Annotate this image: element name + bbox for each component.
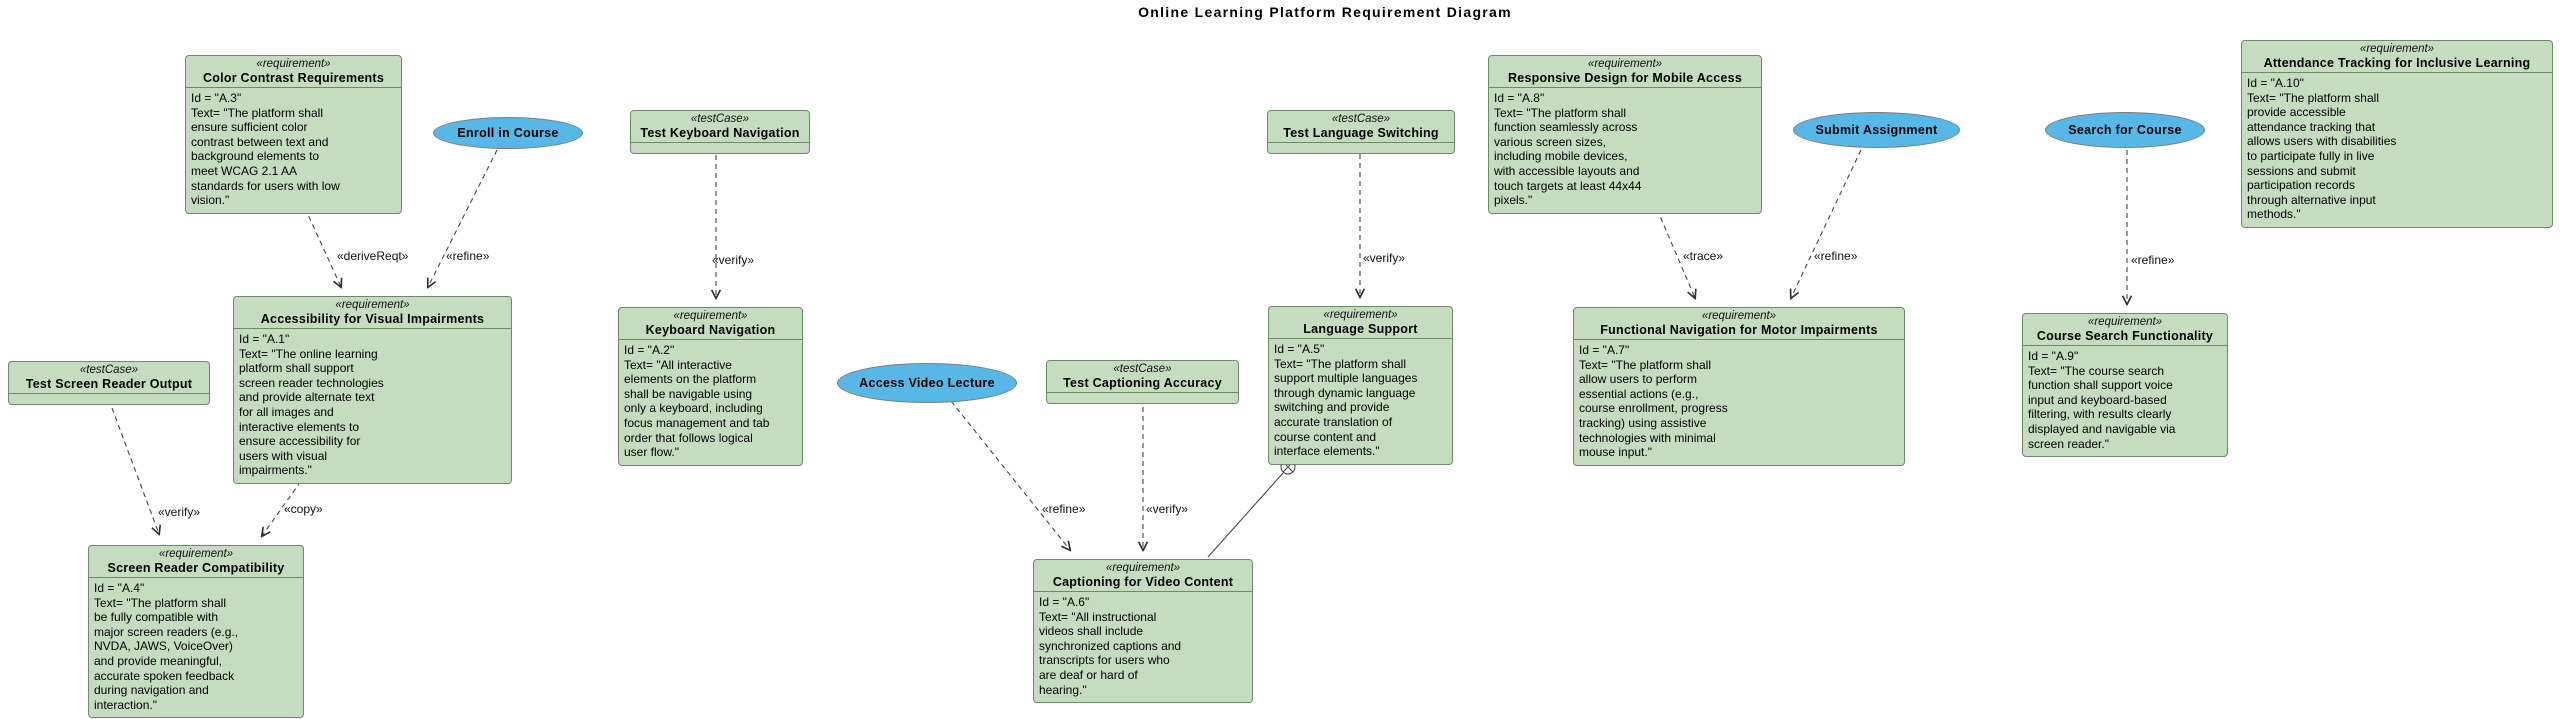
edge-label-refine: «refine» xyxy=(1814,249,1858,263)
usecase-submit-assignment[interactable]: Submit Assignment xyxy=(1793,112,1960,148)
requirement-name: Keyboard Navigation xyxy=(645,323,776,337)
requirement-name: Course Search Functionality xyxy=(2036,329,2214,343)
requirement-body: Id = "A.2" Text= "All interactive elemen… xyxy=(624,343,770,460)
usecase-access-video-lecture[interactable]: Access Video Lecture xyxy=(837,363,1017,403)
requirement-name: Language Support xyxy=(1303,322,1418,336)
stereotype-label: «testCase» xyxy=(1113,363,1172,375)
requirement-body: Id = "A.6" Text= "All instructional vide… xyxy=(1039,595,1182,697)
edge-derivereqt-colorcontrast-accessibility xyxy=(304,207,341,287)
stereotype-label: «requirement» xyxy=(2359,43,2435,55)
requirement-name: Responsive Design for Mobile Access xyxy=(1507,71,1743,85)
edge-label-verify: «verify» xyxy=(1146,502,1189,516)
requirement-body: Id = "A.4" Text= "The platform shall be … xyxy=(94,581,239,712)
requirement-name: Attendance Tracking for Inclusive Learni… xyxy=(2263,56,2531,70)
requirement-body: Id = "A.1" Text= "The online learning pl… xyxy=(239,332,384,478)
requirement-name: Screen Reader Compatibility xyxy=(107,561,285,575)
requirement-body: Id = "A.5" Text= "The platform shall sup… xyxy=(1274,342,1418,459)
stereotype-label: «requirement» xyxy=(673,310,748,322)
stereotype-label: «testCase» xyxy=(79,364,139,376)
testcase-test-language-switching[interactable]: «testCase» Test Language Switching xyxy=(1267,110,1455,154)
stereotype-label: «requirement» xyxy=(256,58,331,70)
stereotype-label: «testCase» xyxy=(1331,113,1391,125)
edge-containment-languagesupport-captioning xyxy=(1207,472,1284,558)
stereotype-label: «requirement» xyxy=(1587,58,1663,70)
stereotype-label: «requirement» xyxy=(158,548,234,560)
requirement-name: Functional Navigation for Motor Impairme… xyxy=(1600,323,1878,337)
requirement-body: Id = "A.9" Text= "The course search func… xyxy=(2028,349,2176,451)
testcase-empty-compartment xyxy=(9,394,209,404)
edge-copy-accessibility-screenreadercompat xyxy=(262,473,307,536)
testcase-empty-compartment xyxy=(1268,143,1454,153)
requirement-functional-navigation[interactable]: «requirement» Functional Navigation for … xyxy=(1573,307,1905,466)
edge-label-derivereqt: «deriveReqt» xyxy=(337,249,409,263)
edge-refine-accessvideo-captioning xyxy=(950,400,1070,550)
testcase-test-screen-reader-output[interactable]: «testCase» Test Screen Reader Output xyxy=(8,361,210,405)
testcase-test-captioning-accuracy[interactable]: «testCase» Test Captioning Accuracy xyxy=(1046,360,1239,404)
usecase-enroll-in-course[interactable]: Enroll in Course xyxy=(433,117,583,149)
stereotype-label: «requirement» xyxy=(2087,316,2163,328)
requirement-language-support[interactable]: «requirement» Language Support Id = "A.5… xyxy=(1268,306,1453,465)
requirement-body: Id = "A.8" Text= "The platform shall fun… xyxy=(1494,91,1642,208)
edge-trace-responsive-functionalnav xyxy=(1656,208,1695,298)
testcase-name: Test Screen Reader Output xyxy=(25,377,193,391)
stereotype-label: «requirement» xyxy=(1105,562,1181,574)
requirement-course-search[interactable]: «requirement» Course Search Functionalit… xyxy=(2022,313,2228,458)
requirement-keyboard-navigation[interactable]: «requirement» Keyboard Navigation Id = "… xyxy=(618,307,803,466)
requirement-name: Captioning for Video Content xyxy=(1052,575,1234,589)
requirement-body: Id = "A.3" Text= "The platform shall ens… xyxy=(191,91,340,208)
stereotype-label: «testCase» xyxy=(690,113,750,125)
testcase-empty-compartment xyxy=(1047,393,1238,403)
stereotype-label: «requirement» xyxy=(335,299,410,311)
edge-label-verify: «verify» xyxy=(1363,251,1406,265)
edge-label-verify: «verify» xyxy=(158,505,201,519)
requirement-name: Accessibility for Visual Impairments xyxy=(260,312,485,326)
requirement-color-contrast[interactable]: «requirement» Color Contrast Requirement… xyxy=(185,55,402,214)
edge-verify-testscreenreader-screenreadercompat xyxy=(111,407,159,534)
requirement-captioning-video[interactable]: «requirement» Captioning for Video Conte… xyxy=(1033,559,1253,704)
usecase-search-for-course[interactable]: Search for Course xyxy=(2045,112,2205,148)
edge-label-copy: «copy» xyxy=(284,502,323,516)
requirement-responsive-design[interactable]: «requirement» Responsive Design for Mobi… xyxy=(1488,55,1762,214)
testcase-test-keyboard-navigation[interactable]: «testCase» Test Keyboard Navigation xyxy=(630,110,810,154)
testcase-name: Test Language Switching xyxy=(1283,126,1439,140)
diagram-title: Online Learning Platform Requirement Dia… xyxy=(1138,4,1512,20)
edge-label-refine: «refine» xyxy=(2131,253,2175,267)
requirement-accessibility-visual[interactable]: «requirement» Accessibility for Visual I… xyxy=(233,296,512,484)
requirement-screen-reader-compat[interactable]: «requirement» Screen Reader Compatibilit… xyxy=(88,545,304,719)
testcase-empty-compartment xyxy=(631,143,809,153)
edge-label-verify: «verify» xyxy=(712,253,755,267)
edge-refine-submit-functionalnav xyxy=(1791,149,1862,298)
requirement-name: Color Contrast Requirements xyxy=(202,71,385,85)
requirement-attendance-tracking[interactable]: «requirement» Attendance Tracking for In… xyxy=(2241,40,2553,228)
testcase-name: Test Keyboard Navigation xyxy=(640,126,800,140)
requirement-body: Id = "A.10" Text= "The platform shall pr… xyxy=(2247,76,2397,222)
stereotype-label: «requirement» xyxy=(1323,309,1398,321)
requirement-body: Id = "A.7" Text= "The platform shall all… xyxy=(1579,343,1728,460)
edge-label-refine: «refine» xyxy=(1042,502,1086,516)
edge-refine-enroll-accessibility xyxy=(428,149,498,287)
testcase-name: Test Captioning Accuracy xyxy=(1063,376,1222,390)
stereotype-label: «requirement» xyxy=(1701,310,1777,322)
edge-label-refine: «refine» xyxy=(446,249,490,263)
edge-label-trace: «trace» xyxy=(1683,249,1724,263)
